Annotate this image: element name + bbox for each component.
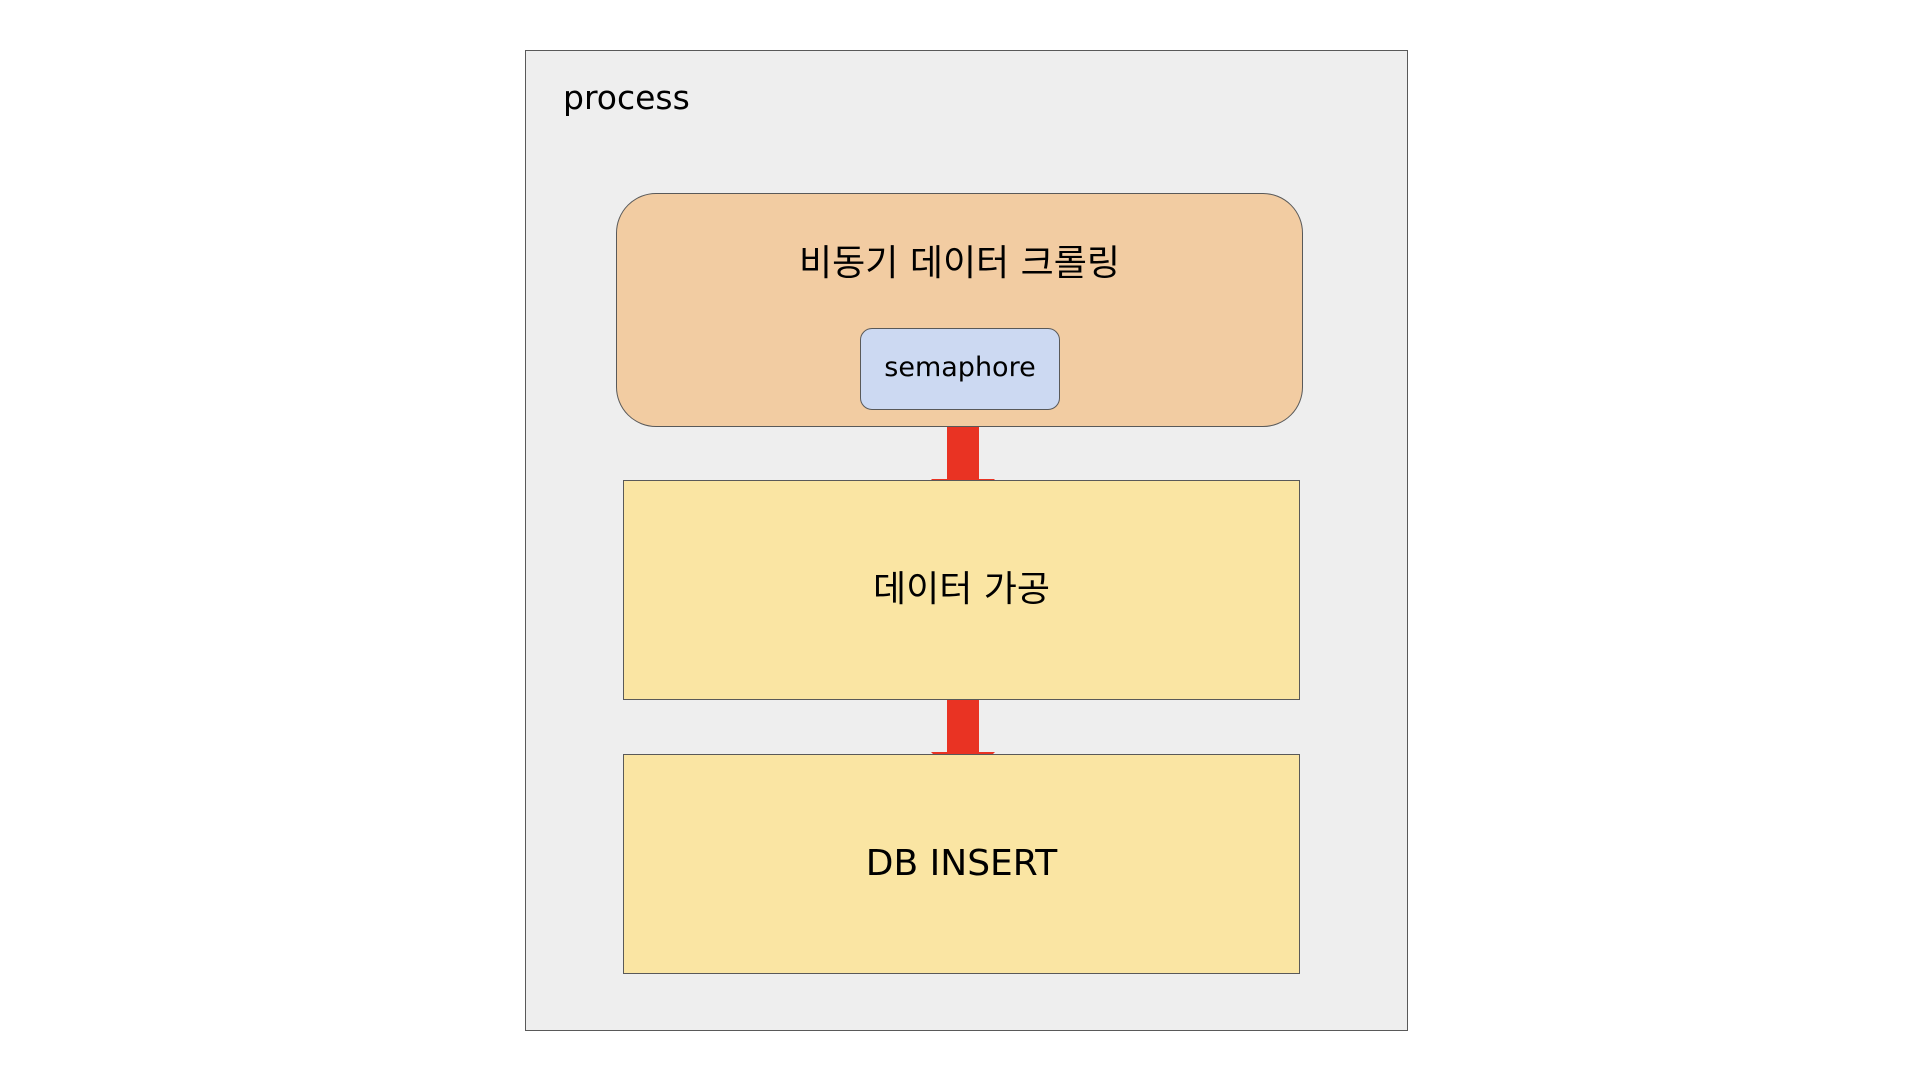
async-crawling-label: 비동기 데이터 크롤링 [799,243,1120,284]
semaphore-node [860,328,1060,410]
data-processing-label: 데이터 가공 [872,569,1051,610]
process-label: process [563,78,690,117]
semaphore-label: semaphore [884,352,1036,383]
data-processing-node [623,480,1300,700]
db-insert-node [623,754,1300,974]
db-insert-label: DB INSERT [865,843,1058,884]
